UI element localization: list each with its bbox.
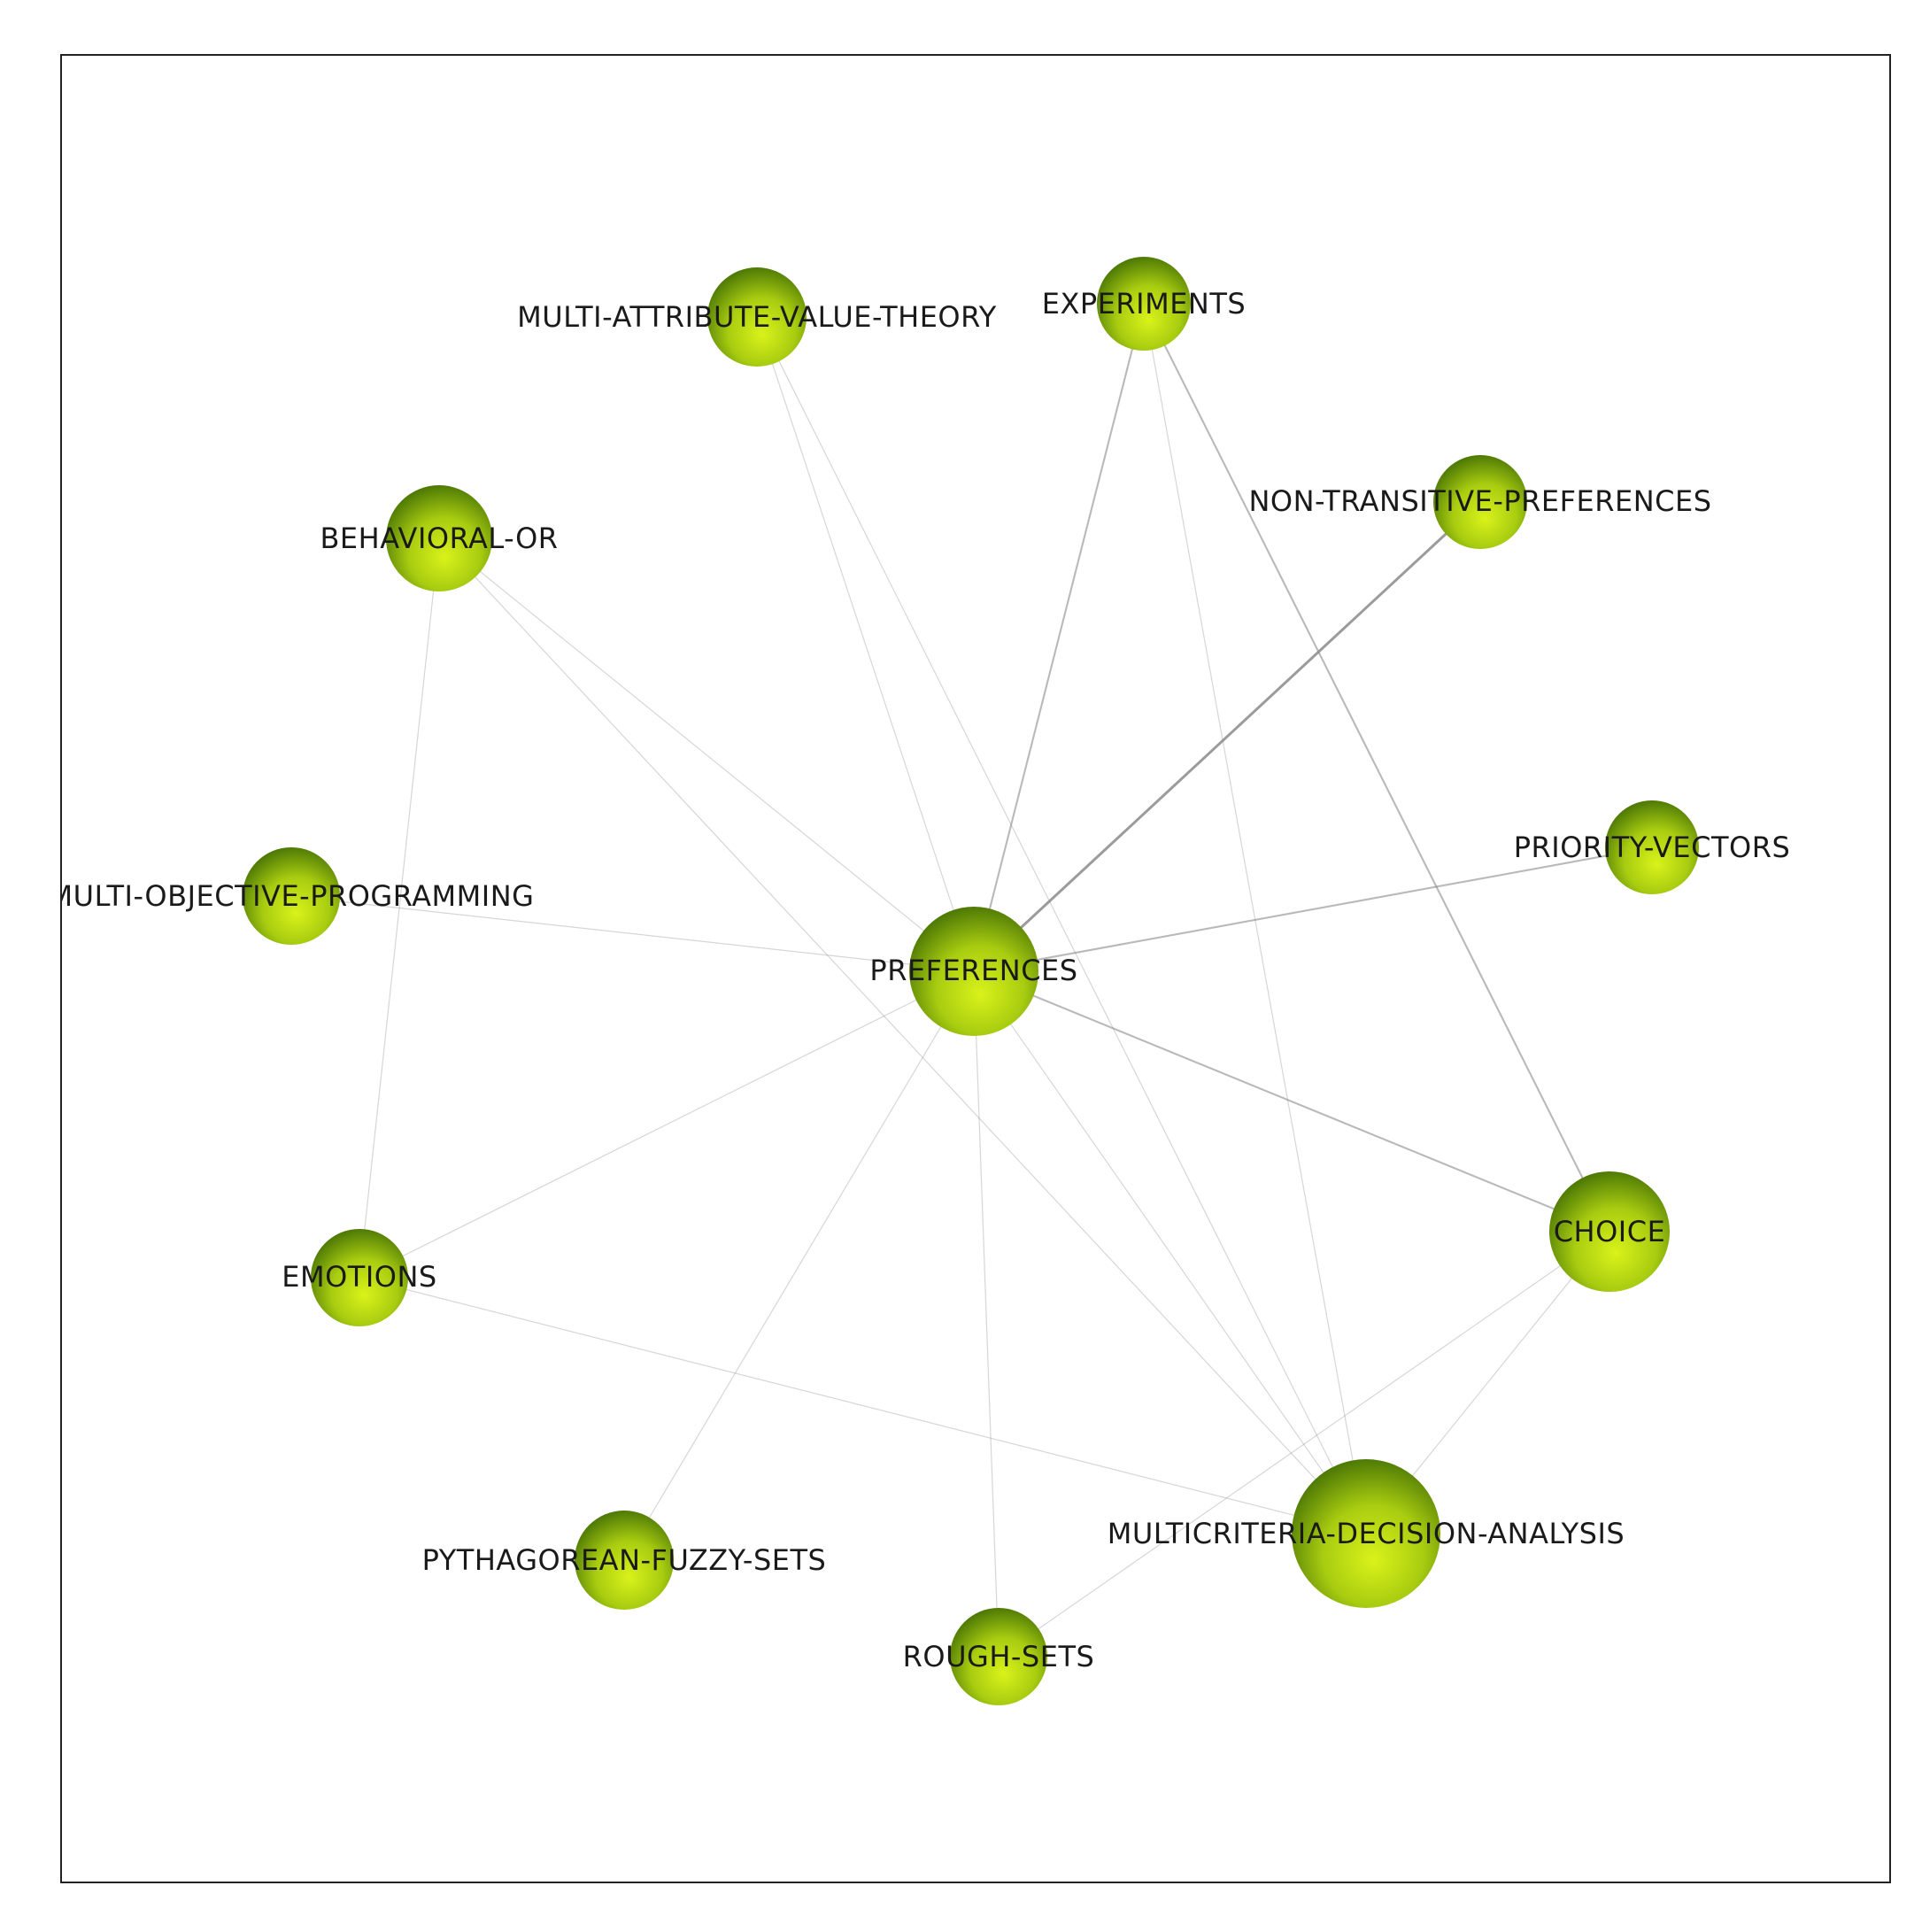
edge-preferences-pythagorean-fuzzy-sets bbox=[623, 970, 975, 1561]
node-experiments[interactable] bbox=[1097, 257, 1191, 351]
labels-layer: MULTI-ATTRIBUTE-VALUE-THEORY EXPERIMENTS N… bbox=[49, 287, 1791, 1673]
edge-preferences-behavioral-or bbox=[438, 537, 975, 972]
edge-experiments-multicriteria-decision-analysis bbox=[1143, 303, 1367, 1534]
node-label-multi-objective-programming: MULTI-OBJECTIVE-PROGRAMMING bbox=[49, 879, 535, 913]
node-label-experiments: EXPERIMENTS bbox=[1042, 287, 1246, 321]
node-choice[interactable] bbox=[1549, 1171, 1670, 1292]
node-label-emotions: EMOTIONS bbox=[282, 1260, 436, 1294]
edge-preferences-experiments bbox=[972, 303, 1146, 972]
node-label-pythagorean-fuzzy-sets: PYTHAGOREAN-FUZZY-SETS bbox=[422, 1543, 827, 1577]
node-behavioral-or[interactable] bbox=[386, 485, 492, 591]
edge-choice-rough-sets bbox=[998, 1231, 1610, 1658]
node-priority-vectors[interactable] bbox=[1605, 800, 1699, 894]
edge-preferences-emotions bbox=[359, 970, 975, 1279]
node-emotions[interactable] bbox=[311, 1229, 408, 1326]
edge-preferences-rough-sets bbox=[973, 970, 1000, 1658]
node-rough-sets[interactable] bbox=[950, 1608, 1047, 1705]
nodes-layer bbox=[243, 257, 1699, 1705]
edges-layer bbox=[290, 303, 1653, 1658]
node-label-multi-attribute-value-theory: MULTI-ATTRIBUTE-VALUE-THEORY bbox=[517, 300, 997, 334]
node-label-choice: CHOICE bbox=[1554, 1215, 1666, 1248]
node-label-priority-vectors: PRIORITY-VECTORS bbox=[1514, 831, 1791, 864]
node-label-non-transitive-preferences: NON-TRANSITIVE-PREFERENCES bbox=[1248, 484, 1711, 518]
edge-preferences-priority-vectors bbox=[973, 846, 1653, 973]
node-multi-attribute-value-theory[interactable] bbox=[707, 267, 807, 367]
node-label-rough-sets: ROUGH-SETS bbox=[903, 1640, 1095, 1673]
node-multicriteria-decision-analysis[interactable] bbox=[1292, 1459, 1440, 1608]
edge-experiments-choice bbox=[1143, 303, 1610, 1233]
node-label-multicriteria-decision-analysis: MULTICRITERIA-DECISION-ANALYSIS bbox=[1108, 1517, 1625, 1550]
node-multi-objective-programming[interactable] bbox=[243, 847, 340, 945]
edge-preferences-multi-attribute-value-theory bbox=[756, 316, 975, 972]
node-pythagorean-fuzzy-sets[interactable] bbox=[575, 1511, 674, 1610]
edge-preferences-non-transitive-preferences bbox=[972, 500, 1482, 973]
edge-behavioral-or-multicriteria-decision-analysis bbox=[438, 537, 1367, 1534]
edge-preferences-multi-objective-programming bbox=[290, 895, 975, 972]
node-preferences[interactable] bbox=[909, 907, 1038, 1036]
edge-emotions-multicriteria-decision-analysis bbox=[359, 1277, 1367, 1534]
node-label-preferences: PREFERENCES bbox=[869, 954, 1077, 987]
node-label-behavioral-or: BEHAVIORAL-OR bbox=[320, 522, 558, 555]
edge-behavioral-or-emotions bbox=[359, 537, 440, 1279]
edge-multi-attribute-value-theory-multicriteria-decision-analysis bbox=[756, 316, 1367, 1534]
node-non-transitive-preferences[interactable] bbox=[1433, 455, 1527, 549]
edge-preferences-multicriteria-decision-analysis bbox=[973, 970, 1367, 1534]
edge-preferences-choice bbox=[973, 970, 1610, 1233]
